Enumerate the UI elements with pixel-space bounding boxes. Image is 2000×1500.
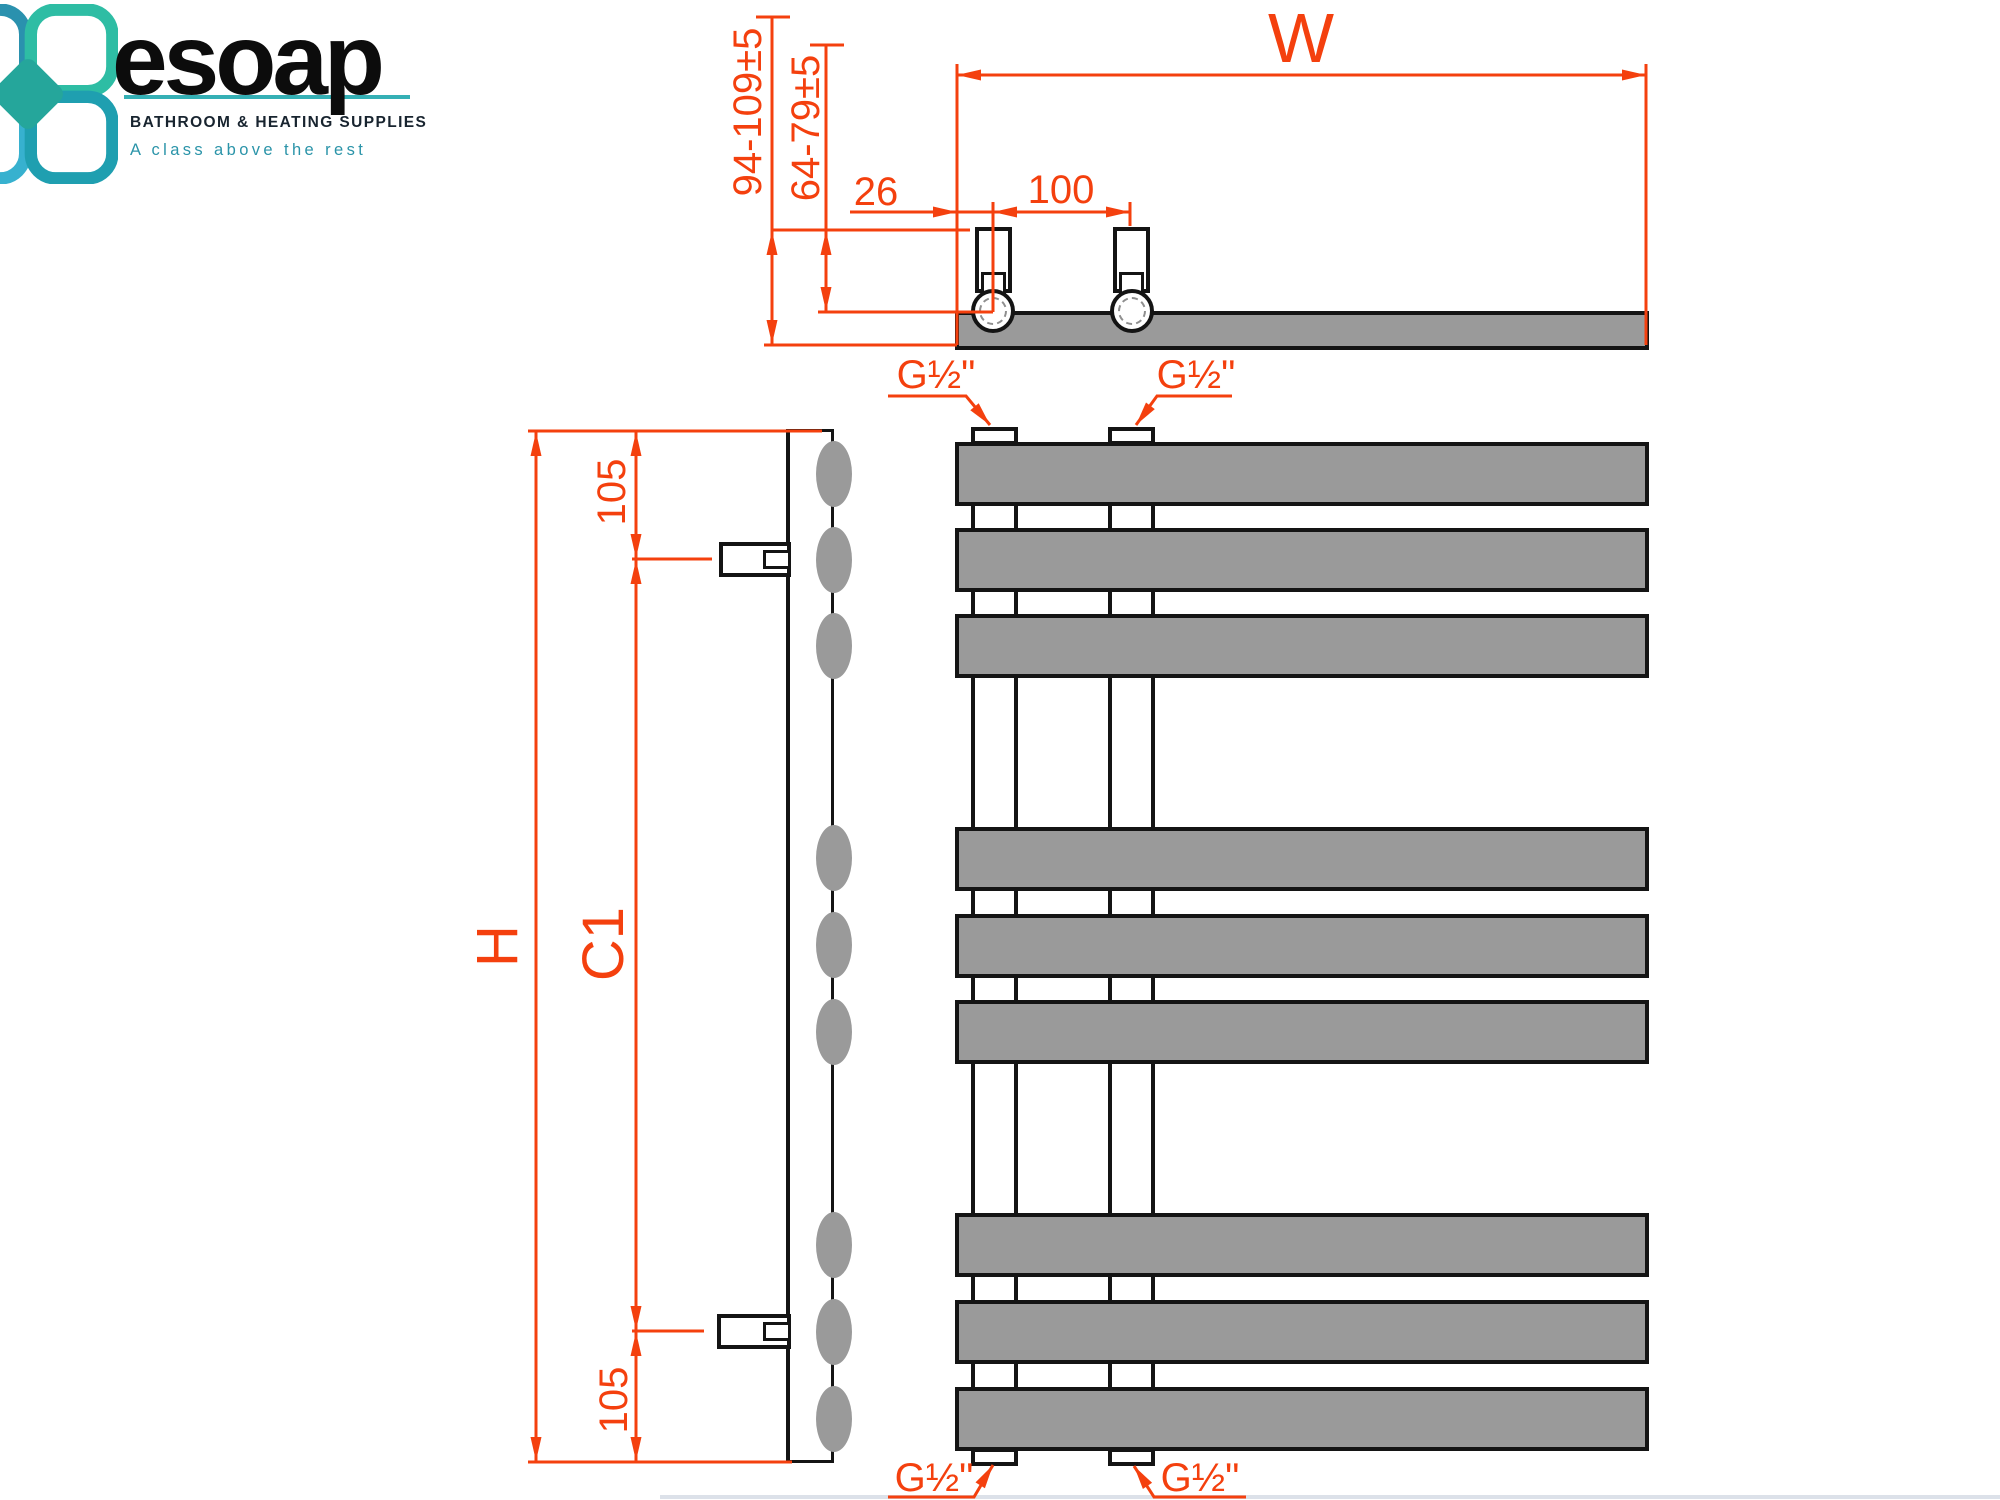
- dim-depth-min-label: 64-79±5: [784, 54, 828, 202]
- esoap-logo-mark-icon: [0, 4, 118, 184]
- dim-depth-max-label: 94-109±5: [726, 27, 770, 197]
- thread-label-top-right: G½": [1156, 353, 1236, 397]
- side-view-wall-line: [786, 429, 790, 1463]
- valve-port-right-inner: [1118, 297, 1146, 325]
- wall-bracket-bottom-inner: [763, 1322, 791, 1341]
- side-panel-ellipse: [816, 999, 852, 1065]
- side-panel-ellipse: [816, 825, 852, 891]
- radiator-bar: [955, 528, 1649, 592]
- side-panel-ellipse: [816, 912, 852, 978]
- radiator-bar: [955, 614, 1649, 678]
- dim-valve-offset-label: 26: [853, 170, 899, 214]
- valve-port-left-inner: [979, 297, 1007, 325]
- side-view-bottom-cap: [786, 1460, 834, 1463]
- side-panel-ellipse: [816, 1212, 852, 1278]
- thread-label-bottom-left: G½": [894, 1456, 974, 1500]
- side-panel-ellipse: [816, 1386, 852, 1452]
- brand-underline: [124, 95, 410, 99]
- side-panel-ellipse: [816, 613, 852, 679]
- thread-label-top-left: G½": [896, 353, 976, 397]
- brand-tagline-secondary: A class above the rest: [130, 141, 367, 159]
- radiator-bar: [955, 442, 1649, 506]
- side-panel-ellipse: [816, 441, 852, 507]
- radiator-bar: [955, 1213, 1649, 1277]
- brand-tagline-primary: BATHROOM & HEATING SUPPLIES: [130, 114, 428, 131]
- dim-centres-label: C1: [571, 906, 636, 982]
- plan-view-body: [955, 311, 1649, 350]
- dim-bracket-bottom-label: 105: [592, 1366, 636, 1434]
- side-panel-ellipse: [816, 1299, 852, 1365]
- brand-name: esoap: [112, 4, 385, 116]
- dim-height-label: H: [465, 925, 530, 967]
- side-view-top-cap: [786, 429, 834, 432]
- dim-valve-pitch-label: 100: [1027, 168, 1095, 212]
- radiator-bar: [955, 1300, 1649, 1364]
- wall-bracket-top-inner: [763, 550, 791, 569]
- radiator-bar: [955, 1387, 1649, 1451]
- page-bottom-divider: [660, 1495, 2000, 1499]
- thread-label-bottom-right: G½": [1160, 1456, 1240, 1500]
- dim-bracket-top-label: 105: [590, 458, 634, 526]
- radiator-bar: [955, 827, 1649, 891]
- radiator-bar: [955, 1000, 1649, 1064]
- dim-width-label: W: [1267, 0, 1335, 77]
- radiator-bar: [955, 914, 1649, 978]
- side-panel-ellipse: [816, 527, 852, 593]
